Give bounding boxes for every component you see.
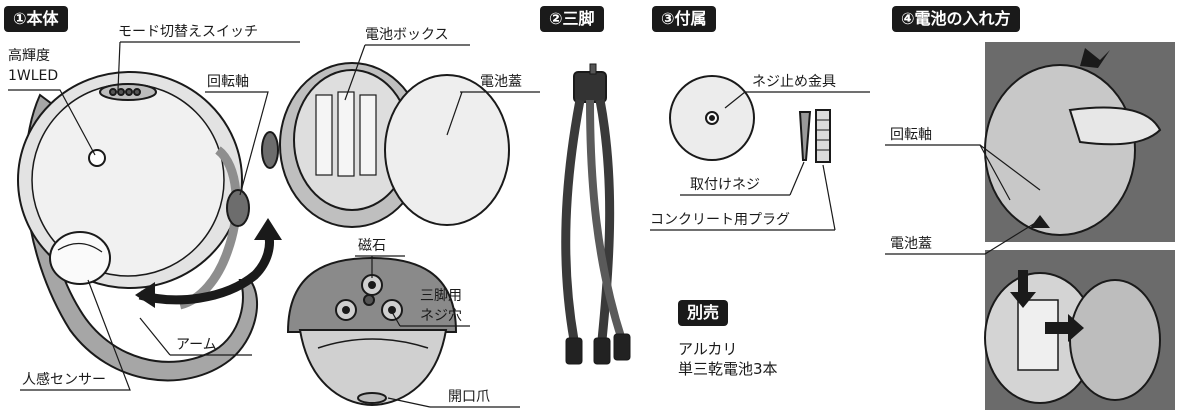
sold-separately-badge: 別売	[678, 300, 729, 326]
section-body-badge: ①本体	[4, 6, 68, 32]
sold-separately-line1: アルカリ	[678, 340, 738, 358]
section-accessories-badge: ③付属	[652, 6, 716, 32]
sold-separately-line2: 単三乾電池3本	[678, 360, 778, 378]
label-mount-screw: 取付けネジ	[690, 177, 760, 193]
label-pivot-main: 回転軸	[207, 74, 249, 90]
label-battery-box: 電池ボックス	[365, 27, 449, 43]
main-body-illustration	[17, 71, 282, 382]
label-screw-bracket: ネジ止め金具	[752, 74, 836, 90]
accessories-illustration	[669, 75, 831, 163]
label-tripod-hole-line1: 三脚用	[420, 288, 462, 304]
label-arm: アーム	[176, 337, 217, 353]
section-battery-insert-badge: ④電池の入れ方	[892, 6, 1020, 32]
label-led-line1: 高輝度	[8, 48, 50, 64]
label-mode-switch: モード切替えスイッチ	[118, 24, 258, 40]
label-magnet: 磁石	[358, 238, 386, 254]
battery-box-illustration	[261, 62, 510, 228]
section-tripod-badge: ②三脚	[540, 6, 604, 32]
label-led-line2: 1WLED	[8, 68, 59, 84]
leader-lines	[8, 41, 1041, 408]
label-battery-lid-step: 電池蓋	[890, 236, 932, 252]
label-concrete-plug: コンクリート用プラグ	[650, 212, 790, 228]
battery-step-photos	[984, 42, 1175, 410]
label-open-claw: 開口爪	[448, 389, 490, 405]
bottom-view-illustration	[286, 256, 458, 407]
label-motion-sensor: 人感センサー	[22, 372, 106, 388]
label-tripod-hole-line2: ネジ穴	[420, 308, 462, 324]
label-pivot-step: 回転軸	[890, 127, 932, 143]
tripod-illustration	[561, 63, 631, 365]
label-battery-lid-main: 電池蓋	[480, 74, 522, 90]
